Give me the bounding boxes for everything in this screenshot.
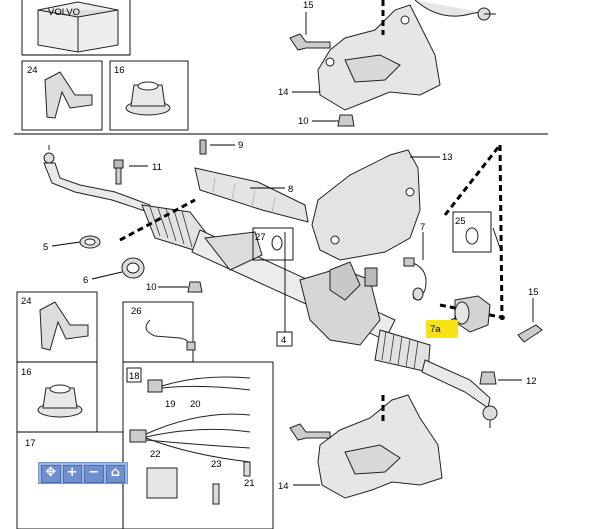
callout-23: 23 [211, 459, 222, 470]
package-label: VOLVO [48, 7, 80, 18]
callout-24-lower: 24 [21, 296, 32, 307]
callout-21: 21 [244, 478, 255, 489]
callout-16: 16 [114, 65, 125, 76]
callout-16-lower: 16 [21, 367, 32, 378]
callout-15: 15 [528, 287, 539, 298]
callout-25: 25 [455, 216, 466, 227]
callout-13: 13 [442, 152, 453, 163]
callout-19: 19 [165, 399, 176, 410]
top-right-mount: 15 14 10 [278, 0, 496, 127]
callout-7a: 7a [430, 324, 441, 335]
home-icon[interactable]: ⌂ [105, 465, 125, 483]
callout-10: 10 [146, 282, 157, 293]
callout-18: 18 [129, 371, 140, 382]
cursor-icon[interactable]: ✥ [41, 465, 61, 483]
callout-12: 12 [526, 376, 537, 387]
callout-10-top: 10 [298, 116, 309, 127]
callout-6: 6 [83, 275, 88, 286]
callout-20: 20 [190, 399, 201, 410]
callout-11: 11 [152, 162, 162, 173]
callout-9: 9 [238, 140, 243, 151]
top-left-insets: VOLVO 24 16 [21, 0, 189, 131]
callout-4: 4 [281, 335, 286, 346]
callout-14-top: 14 [278, 87, 289, 98]
zoom-out-icon[interactable]: − [84, 465, 104, 483]
callout-24: 24 [27, 65, 38, 76]
callout-26: 26 [131, 306, 142, 317]
viewer-toolbar: ✥ + − ⌂ [38, 462, 128, 484]
callout-5: 5 [43, 242, 48, 253]
zoom-in-icon[interactable]: + [62, 465, 82, 483]
leader-lines [51, 144, 534, 486]
callout-7a-highlight: 7a [426, 320, 458, 338]
callout-8: 8 [288, 184, 293, 195]
callout-7: 7 [420, 222, 425, 233]
main-assembly [43, 139, 543, 499]
callout-15-top: 15 [303, 0, 314, 11]
callout-22: 22 [150, 449, 161, 460]
callout-17: 17 [25, 438, 36, 449]
callout-14: 14 [278, 481, 289, 492]
inner-callout-boxes: 27 25 4 [252, 211, 492, 347]
callout-27: 27 [255, 232, 266, 243]
bottom-left-insets: 24 16 17 26 18 19 20 22 23 21 [16, 291, 274, 529]
